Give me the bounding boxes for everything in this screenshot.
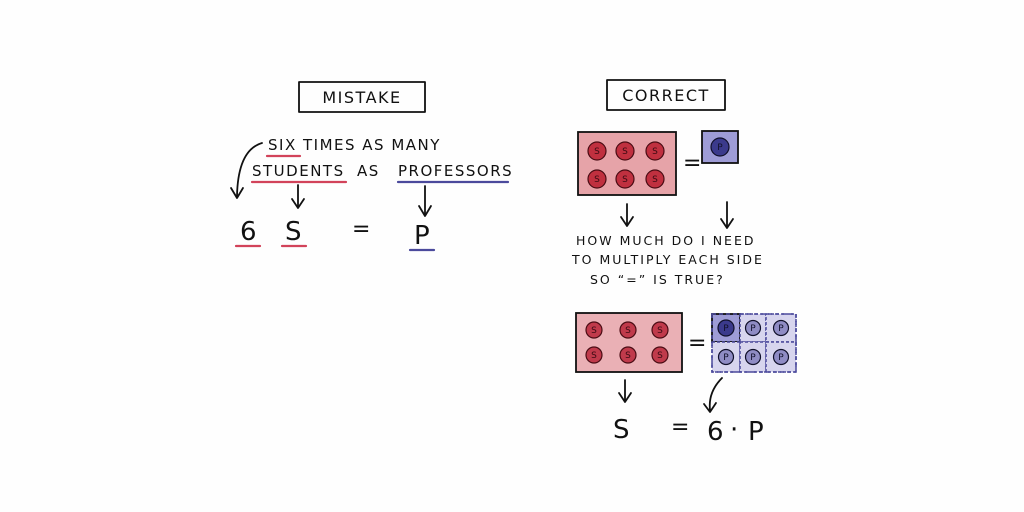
final-equals: =	[671, 415, 689, 440]
student-tokens-top	[587, 141, 665, 189]
professor-token	[772, 319, 790, 337]
final-p: P	[748, 417, 764, 447]
professor-token	[744, 348, 762, 366]
correct-panel: CORRECT S S S S S S = P HOW MU	[571, 79, 797, 447]
arrow-students-head	[291, 198, 305, 209]
mistake-title-box	[298, 81, 426, 113]
professor-token-letter: P	[723, 324, 729, 334]
correct-title-box	[606, 79, 726, 111]
question-line2: TO MULTIPLY EACH SIDE	[571, 252, 764, 267]
student-token-letter: S	[652, 147, 658, 157]
mistake-eq-p: P	[414, 221, 430, 251]
mistake-panel: MISTAKE SIX TIMES AS MANY STUDENTS AS PR…	[230, 81, 513, 252]
final-dot: ·	[730, 415, 738, 445]
correct-equals-1: =	[683, 151, 701, 176]
question-line1: HOW MUCH DO I NEED	[576, 233, 755, 248]
professor-token-letters-bottom: P P P P P P	[723, 324, 784, 363]
mistake-sentence-line1: SIX TIMES AS MANY	[268, 136, 441, 154]
student-token	[585, 346, 603, 364]
correct-equals-2: =	[688, 331, 706, 356]
student-token	[615, 141, 635, 161]
student-token	[585, 321, 603, 339]
professor-token-letter: P	[717, 143, 723, 153]
arrow-professor-down-head	[720, 218, 734, 229]
student-token-letter: S	[622, 147, 628, 157]
mistake-eq-six: 6	[240, 217, 257, 247]
arrow-professors-head	[418, 205, 432, 217]
mistake-word-as: AS	[357, 162, 380, 180]
arrow-six-head	[230, 187, 244, 199]
student-token-letter: S	[625, 326, 631, 336]
professor-token	[717, 348, 735, 366]
mistake-eq-s: S	[285, 217, 302, 247]
final-six: 6	[707, 417, 724, 447]
professor-token-letter: P	[750, 353, 756, 363]
professor-token	[744, 319, 762, 337]
mistake-word-students: STUDENTS	[252, 162, 345, 180]
student-token-letter: S	[652, 175, 658, 185]
final-s: S	[613, 415, 630, 445]
professor-token-letter: P	[723, 353, 729, 363]
student-token	[651, 321, 669, 339]
arrow-final-p	[708, 377, 723, 411]
correct-title: CORRECT	[622, 86, 710, 105]
question-line3: SO “=” IS TRUE?	[590, 272, 725, 287]
student-token	[619, 346, 637, 364]
professor-token-letter: P	[778, 324, 784, 334]
professor-token	[717, 319, 735, 337]
student-token	[587, 141, 607, 161]
student-token	[651, 346, 669, 364]
mistake-eq-equals: =	[352, 217, 370, 242]
student-token-letter: S	[657, 351, 663, 361]
student-token	[587, 169, 607, 189]
arrow-students-down-head	[620, 216, 634, 227]
student-token-letter: S	[591, 351, 597, 361]
professor-token-letter: P	[778, 353, 784, 363]
professor-grid-outline	[711, 313, 797, 373]
student-token-letter: S	[622, 175, 628, 185]
student-token	[645, 141, 665, 161]
student-token-letter: S	[594, 175, 600, 185]
student-token-letter: S	[625, 351, 631, 361]
student-token	[645, 169, 665, 189]
arrow-final-p-head	[703, 402, 717, 413]
student-token-letter: S	[594, 147, 600, 157]
student-token-letters-bottom: S S S S S S	[591, 326, 663, 361]
professor-token	[772, 348, 790, 366]
student-token-letters-top: S S S S S S	[594, 147, 658, 185]
student-tokens-bottom	[585, 321, 669, 364]
arrow-final-s-head	[618, 392, 632, 403]
mistake-word-professors: PROFESSORS	[398, 162, 513, 180]
student-token	[619, 321, 637, 339]
student-token-letter: S	[591, 326, 597, 336]
professor-token-letter: P	[750, 324, 756, 334]
professor-token	[710, 137, 730, 157]
student-token-letter: S	[657, 326, 663, 336]
student-token	[615, 169, 635, 189]
professor-grid-bottom	[711, 313, 797, 373]
arrow-six	[236, 142, 263, 197]
mistake-title: MISTAKE	[322, 88, 401, 107]
